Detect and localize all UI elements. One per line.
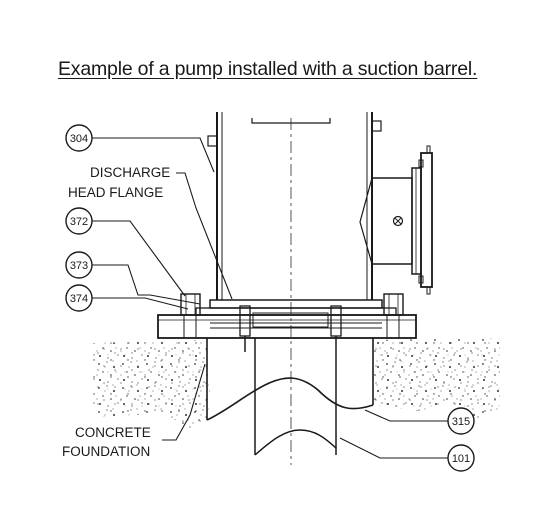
callout-374-text: 374 — [70, 293, 88, 305]
discharge-head — [207, 112, 382, 300]
callout-372: 372 — [65, 207, 93, 235]
callout-315: 315 — [447, 407, 475, 435]
suction-barrel — [206, 338, 374, 421]
concrete-label-line2: FOUNDATION — [62, 444, 150, 459]
callout-101-text: 101 — [452, 453, 470, 465]
concrete-foundation — [93, 338, 500, 430]
diagram-title: Example of a pump installed with a sucti… — [58, 58, 478, 80]
callout-304: 304 — [65, 124, 93, 152]
discharge-nozzle — [359, 145, 433, 295]
callout-101: 101 — [447, 444, 475, 472]
column-pipe — [254, 338, 337, 456]
flange-bolts — [239, 305, 342, 352]
anchor-bolts — [180, 293, 404, 339]
callout-304-text: 304 — [70, 133, 88, 145]
discharge-label-line2: HEAD FLANGE — [68, 185, 163, 200]
callout-315-text: 315 — [452, 416, 470, 428]
callout-373: 373 — [65, 251, 93, 279]
leader-lines — [92, 137, 448, 459]
concrete-label-line1: CONCRETE — [75, 425, 151, 440]
callout-373-text: 373 — [70, 260, 88, 272]
discharge-label-line1: DISCHARGE — [90, 165, 170, 180]
callout-374: 374 — [65, 284, 93, 312]
callout-372-text: 372 — [70, 216, 88, 228]
discharge-head-flange — [157, 299, 417, 339]
